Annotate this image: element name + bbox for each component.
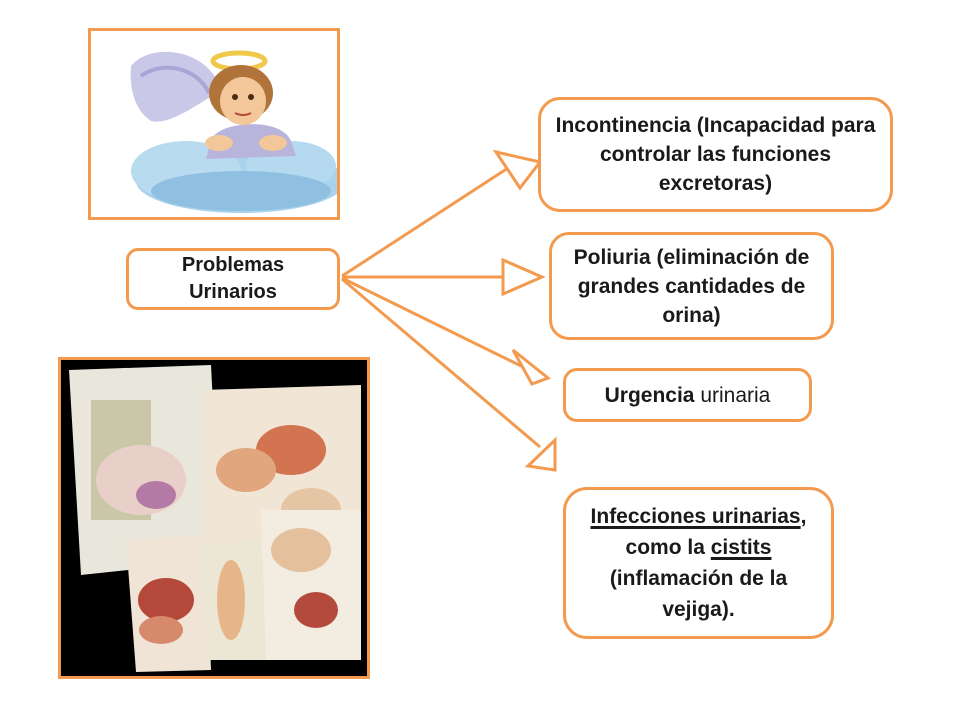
node-infecciones-text-2: (inflamación de la vejiga). xyxy=(609,567,788,621)
central-node-line2: Urinarios xyxy=(189,281,277,303)
node-poliuria: Poliuria (eliminación de grandes cantida… xyxy=(549,232,834,340)
arrowhead-infecciones xyxy=(524,436,557,472)
arrowhead-poliuria xyxy=(501,257,546,297)
arrowhead-urgencia xyxy=(511,348,551,386)
node-incontinencia-text: Incontinencia (Incapacidad para controla… xyxy=(555,114,876,195)
central-node-problemas-urinarios: Problemas Urinarios xyxy=(126,248,340,310)
angel-on-cloud-illustration xyxy=(91,31,337,217)
anatomy-atlas-pages-photo xyxy=(61,360,367,676)
anatomy-image-frame xyxy=(58,357,370,679)
angel-image-frame xyxy=(88,28,340,220)
node-infecciones-text-1: , como la xyxy=(625,505,807,559)
node-poliuria-text: Poliuria (eliminación de grandes cantida… xyxy=(573,245,810,327)
node-incontinencia: Incontinencia (Incapacidad para controla… xyxy=(538,97,893,212)
node-infecciones: Infecciones urinarias, como la cistits (… xyxy=(563,487,834,639)
arrow-line-infecciones xyxy=(341,277,541,449)
arrow-line-incontinencia xyxy=(341,166,509,278)
arrow-line-urgencia xyxy=(341,276,522,368)
node-urgencia-bold-text: Urgencia xyxy=(604,383,695,407)
node-urgencia: Urgencia urinaria xyxy=(563,368,812,422)
node-infecciones-underlined-2: cistits xyxy=(710,536,772,559)
node-urgencia-normal-text: urinaria xyxy=(700,383,771,407)
node-infecciones-underlined-1: Infecciones urinarias xyxy=(590,505,801,528)
arrowhead-incontinencia xyxy=(492,149,543,191)
central-node-line1: Problemas xyxy=(181,254,285,276)
